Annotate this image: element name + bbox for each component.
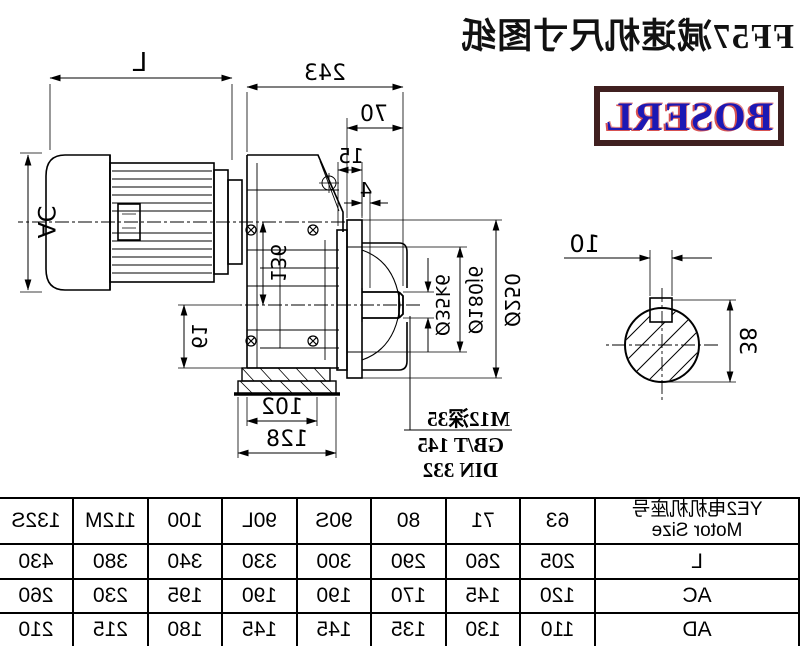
table-header-cell: YE2电机机座号 Motor Size — [595, 498, 799, 544]
flange-neck — [336, 229, 348, 371]
cell: 145 — [446, 579, 520, 613]
col-100: 100 — [148, 498, 222, 544]
annotation-line1: M12深35 — [427, 407, 510, 431]
col-80: 80 — [371, 498, 446, 544]
cell: 195 — [148, 579, 222, 613]
dim-motor-length: L — [132, 48, 147, 78]
centerlines — [18, 221, 420, 306]
motor-body — [109, 162, 215, 283]
dim-key-width: 10 — [569, 230, 600, 258]
cell: 110 — [520, 613, 595, 646]
table-row-AC: AC 120 145 170 190 190 195 230 260 — [0, 579, 799, 613]
dim-flange-thickness: 15 — [338, 144, 363, 168]
col-71: 71 — [446, 498, 520, 544]
cell: 180 — [148, 613, 222, 646]
table-header-row: YE2电机机座号 Motor Size 63 71 80 90S 90L 100… — [0, 498, 799, 544]
col-132S: 132S — [0, 498, 73, 544]
col-63: 63 — [520, 498, 595, 544]
flange-disk — [346, 219, 363, 379]
dim-foot-width-inner: 102 — [261, 395, 303, 420]
cell: 290 — [371, 544, 446, 579]
col-90S: 90S — [297, 498, 371, 544]
housing-bolts — [245, 224, 319, 347]
table-row-AD: AD 110 130 135 145 145 180 215 210 — [0, 613, 799, 646]
cell: 205 — [520, 544, 595, 579]
dim-shaft-diameter: Ø35k6 — [431, 274, 453, 336]
row-label-AC: AC — [595, 579, 799, 613]
cell: 430 — [0, 544, 73, 579]
col-112M: 112M — [73, 498, 148, 544]
motor-outline — [45, 154, 243, 291]
annotation-line2: GB/T 145 — [417, 433, 504, 457]
annotation-line3: DIN 332 — [423, 458, 498, 482]
cell: 145 — [297, 613, 371, 646]
dim-key-height: 38 — [734, 327, 759, 355]
dim-foot-width-outer: 128 — [266, 427, 308, 452]
table-row-L: L 205 260 290 300 330 340 380 430 — [0, 544, 799, 579]
cell: 230 — [73, 579, 148, 613]
header-line1: YE2电机机座号 — [631, 499, 763, 521]
dim-total-length: 243 — [304, 61, 346, 86]
cell: 170 — [371, 579, 446, 613]
cell: 300 — [297, 544, 371, 579]
cell: 190 — [297, 579, 371, 613]
dimension-lines — [20, 74, 512, 458]
dim-foot-height: 61 — [187, 323, 211, 348]
motor-fins — [112, 170, 212, 274]
cell: 145 — [222, 613, 297, 646]
cell: 330 — [222, 544, 297, 579]
motor-size-table: YE2电机机座号 Motor Size 63 71 80 90S 90L 100… — [0, 497, 800, 646]
dim-spigot-diameter: Ø180j6 — [464, 266, 486, 335]
dim-flange-diameter: Ø250 — [500, 273, 524, 327]
center-hole-annotation: M12深35 GB/T 145 DIN 332 — [417, 407, 510, 482]
gearmotor-drawing: L AC 243 70 15 4 Ø35k6 Ø180j6 Ø250 136 6… — [18, 48, 759, 482]
bell-housing — [362, 242, 408, 371]
cell: 340 — [148, 544, 222, 579]
dim-step: 4 — [360, 178, 373, 202]
shaft-cross-section: 10 38 — [564, 230, 759, 402]
dim-motor-diameter: AC — [32, 206, 60, 239]
dim-shaft-length: 70 — [360, 102, 388, 127]
cell: 120 — [520, 579, 595, 613]
cell: 260 — [446, 544, 520, 579]
mounting-foot — [234, 367, 340, 396]
cell: 135 — [371, 613, 446, 646]
row-label-L: L — [595, 544, 799, 579]
dimension-labels: L AC 243 70 15 4 Ø35k6 Ø180j6 Ø250 136 6… — [32, 48, 524, 452]
cell: 260 — [0, 579, 73, 613]
header-line2: Motor Size — [651, 520, 743, 541]
cell: 190 — [222, 579, 297, 613]
vent-plug-symbol — [319, 173, 339, 193]
output-flange — [336, 219, 408, 379]
dim-axis-distance: 136 — [266, 244, 290, 282]
cell: 130 — [446, 613, 520, 646]
cell: 215 — [73, 613, 148, 646]
col-90L: 90L — [222, 498, 297, 544]
row-label-AD: AD — [595, 613, 799, 646]
fan-cowl — [45, 154, 111, 291]
cell: 380 — [73, 544, 148, 579]
cell: 210 — [0, 613, 73, 646]
